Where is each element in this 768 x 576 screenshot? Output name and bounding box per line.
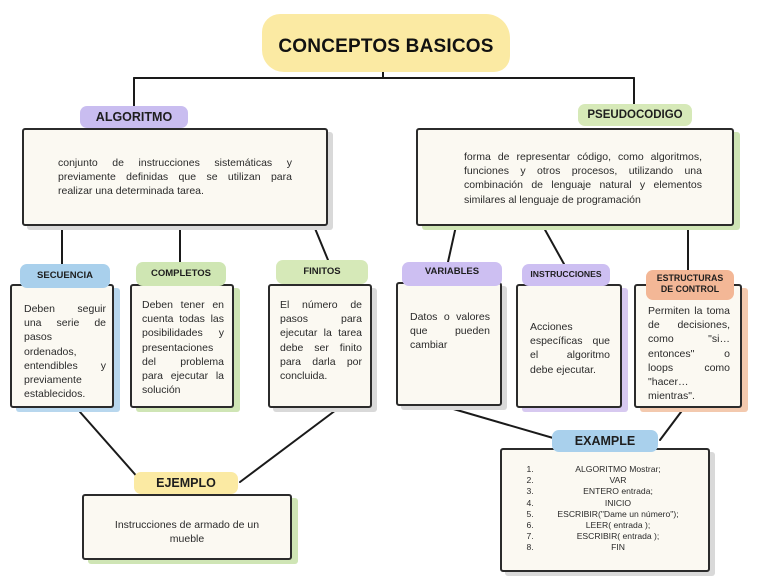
- finitos-box: El número de pasos para ejecutar la tare…: [268, 284, 372, 408]
- instrucciones-text: Acciones específicas que el algoritmo de…: [530, 321, 610, 376]
- title-highlight: [262, 14, 510, 72]
- connector-pseudo-variables: [447, 225, 457, 263]
- algoritmo-definition: conjunto de instrucciones sistemáticas y…: [58, 157, 292, 198]
- estructuras-label-line2: DE CONTROL: [660, 283, 720, 294]
- example-code-list: ALGORITMO Mostrar; VAR ENTERO entrada; I…: [508, 464, 694, 553]
- code-line: INICIO: [536, 498, 694, 509]
- secuencia-text: Deben seguir una serie de pasos ordenado…: [24, 303, 106, 401]
- connector-variables-example: [449, 407, 561, 441]
- example-label: EXAMPLE: [552, 430, 658, 452]
- completos-text: Deben tener en cuenta todas las posibili…: [142, 299, 224, 397]
- connector-finitos-ejemplo: [239, 409, 337, 483]
- algoritmo-label: ALGORITMO: [80, 106, 188, 128]
- secuencia-label: SECUENCIA: [20, 264, 110, 288]
- code-line: ALGORITMO Mostrar;: [536, 464, 694, 475]
- ejemplo-text: Instrucciones de armado de un mueble: [114, 519, 260, 546]
- code-line: ESCRIBIR("Dame un número");: [536, 509, 694, 520]
- variables-label: VARIABLES: [402, 262, 502, 286]
- variables-box: Datos o valores que pueden cambiar: [396, 282, 502, 406]
- finitos-label: FINITOS: [276, 260, 368, 284]
- estructuras-label-line1: ESTRUCTURAS: [656, 273, 724, 283]
- completos-box: Deben tener en cuenta todas las posibili…: [130, 284, 234, 408]
- code-line: ENTERO entrada;: [536, 486, 694, 497]
- connector-estructuras-example: [659, 407, 685, 441]
- pseudocodigo-label: PSEUDOCODIGO: [578, 104, 692, 126]
- pseudocodigo-definition-box: forma de representar código, como algori…: [416, 128, 734, 226]
- ejemplo-box: Instrucciones de armado de un mueble: [82, 494, 292, 560]
- estructuras-text: Permiten la toma de decisiones, como "si…: [648, 305, 730, 403]
- variables-text: Datos o valores que pueden cambiar: [410, 311, 490, 352]
- pseudocodigo-definition: forma de representar código, como algori…: [464, 151, 702, 206]
- connector-pseudo-instrucciones: [543, 227, 565, 265]
- estructuras-label: ESTRUCTURAS DE CONTROL: [646, 270, 734, 300]
- estructuras-box: Permiten la toma de decisiones, como "si…: [634, 284, 742, 408]
- code-line: LEER( entrada );: [536, 520, 694, 531]
- example-code-box: ALGORITMO Mostrar; VAR ENTERO entrada; I…: [500, 448, 710, 572]
- code-line: FIN: [536, 542, 694, 553]
- code-line: VAR: [536, 475, 694, 486]
- completos-label: COMPLETOS: [136, 262, 226, 286]
- instrucciones-label: INSTRUCCIONES: [522, 264, 610, 286]
- page-title: CONCEPTOS BASICOS: [278, 36, 494, 57]
- connector-algoritmo-finitos: [313, 225, 329, 261]
- code-line: ESCRIBIR( entrada );: [536, 531, 694, 542]
- ejemplo-label: EJEMPLO: [134, 472, 238, 494]
- instrucciones-box: Acciones específicas que el algoritmo de…: [516, 284, 622, 408]
- connector-secuencia-ejemplo: [79, 411, 141, 481]
- secuencia-box: Deben seguir una serie de pasos ordenado…: [10, 284, 114, 408]
- algoritmo-definition-box: conjunto de instrucciones sistemáticas y…: [22, 128, 328, 226]
- finitos-text: El número de pasos para ejecutar la tare…: [280, 299, 362, 382]
